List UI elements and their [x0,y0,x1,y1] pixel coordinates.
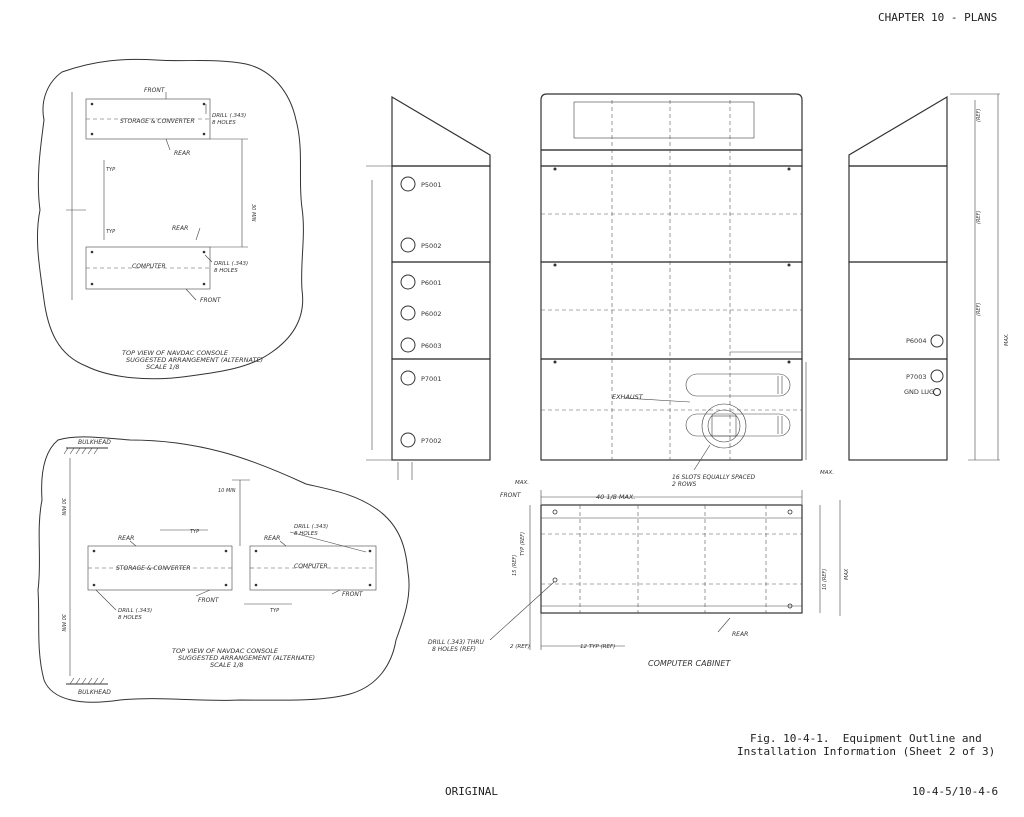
label-ref-3: (REF) [976,303,982,316]
label-typ-1: TYP [106,167,115,173]
label-ref-1: (REF) [976,109,982,122]
plug-p6002: P6002 [421,310,441,318]
figure-caption-line-1: Fig. 10-4-1. Equipment Outline and [750,732,982,745]
label-typ-1b: TYP [190,529,199,535]
cabinet-plan-view: DRILL (.343) THRU 8 HOLES (REF) 2 (REF) … [428,500,850,668]
label-drill-top: DRILL (.343) [212,113,246,119]
label-two-rows: 2 ROWS [672,481,697,488]
plug-p6004: P6004 [906,337,926,345]
label-holes-bottom: 8 HOLES [214,268,238,274]
label-12-typ-ref: 12 TYP (REF) [580,644,615,650]
label-front-bottom: FRONT [200,297,222,304]
label-drill-left: DRILL (.343) [118,608,152,614]
label-2-ref: 2 (REF) [510,644,530,650]
label-exhaust: EXHAUST [612,393,644,401]
label-holes-top: 8 HOLES [212,120,236,126]
label-holes-right: 8 HOLES [294,531,318,537]
label-rear-2: REAR [172,225,188,232]
label-ref-2: (REF) [976,211,982,224]
label-typ-2b: TYP [270,608,279,614]
label-drill-thru: DRILL (.343) THRU [428,639,484,646]
label-front-view: FRONT [500,492,522,499]
label-30-min-top: 30 MIN [60,498,66,516]
caption-arrangement-1: SUGGESTED ARRANGEMENT (ALTERNATE) [126,356,263,364]
inset-top-view-1: FRONT STORAGE & CONVERTER DRILL (.343) 8… [36,58,304,380]
cabinet-side-view-left: P5001 P5002 P6001 P6002 P6003 P7001 P700… [366,95,491,480]
label-rear-1: REAR [174,150,190,157]
caption-arrangement-2: SUGGESTED ARRANGEMENT (ALTERNATE) [178,654,315,662]
label-holes-ref: 8 HOLES (REF) [432,646,476,653]
label-drill-right: DRILL (.343) [294,524,328,530]
label-front: FRONT [144,87,166,94]
footer-page-number: 10-4-5/10-4-6 [912,785,999,798]
label-max-right: MAX. [820,470,834,476]
label-front-2b: FRONT [342,591,364,598]
caption-scale-2: SCALE 1/8 [210,661,243,669]
label-30-min-bottom: 30 MIN [60,614,66,632]
caption-top-view-1: TOP VIEW OF NAVDAC CONSOLE [122,349,229,357]
plug-p6003: P6003 [421,342,441,350]
label-width-max: 40 1/8 MAX. [596,493,635,501]
label-front-1b: FRONT [198,597,220,604]
label-max-left: MAX. [515,480,529,486]
label-15-ref: 15 (REF) [512,555,518,576]
label-rear-plan: REAR [732,631,748,638]
label-slots: 16 SLOTS EQUALLY SPACED [672,474,756,481]
plug-p7001: P7001 [421,375,441,383]
plug-p6001: P6001 [421,279,441,287]
label-typ-ref-v: TYP (REF) [520,532,526,556]
label-bulkhead-top: BULKHEAD [78,439,111,446]
plug-p7002: P7002 [421,437,441,445]
caption-top-view-2: TOP VIEW OF NAVDAC CONSOLE [172,647,279,655]
label-storage-converter-b: STORAGE & CONVERTER [116,565,191,572]
inset-top-view-2: BULKHEAD BULKHEAD REAR REAR STORAGE & CO… [37,436,410,703]
label-max-height: MAX. [1004,333,1010,346]
plug-p5001: P5001 [421,181,441,189]
label-typ-2: TYP [106,229,115,235]
cabinet-side-view-right: P6004 P7003 GND LUG (REF) (REF) (REF) MA… [848,93,1010,461]
label-computer-cabinet: COMPUTER CABINET [648,659,731,668]
label-computer: COMPUTER [132,263,166,270]
plug-p7003: P7003 [906,373,926,381]
cabinet-front-view: EXHAUST 16 SLOTS EQUALLY SPACED 2 ROWS 4… [500,93,834,504]
label-30-min: 30 MIN [250,204,256,222]
label-rear-2b: REAR [264,535,280,542]
figure-caption-line-2: Installation Information (Sheet 2 of 3) [737,745,996,758]
label-holes-left: 8 HOLES [118,615,142,621]
label-gnd-lug: GND LUG [904,388,934,396]
label-storage-converter: STORAGE & CONVERTER [120,118,195,125]
chapter-header: CHAPTER 10 - PLANS [878,11,998,24]
plug-p5002: P5002 [421,242,441,250]
footer-original: ORIGINAL [445,785,498,798]
label-max-depth: MAX [844,568,850,580]
label-rear-1b: REAR [118,535,134,542]
label-10-ref: 10 (REF) [822,569,828,590]
label-10-min: 10 MIN [218,488,236,494]
label-drill-bottom: DRILL (.343) [214,261,248,267]
caption-scale-1: SCALE 1/8 [146,363,179,371]
label-bulkhead-bottom: BULKHEAD [78,689,111,696]
label-computer-b: COMPUTER [294,563,328,570]
